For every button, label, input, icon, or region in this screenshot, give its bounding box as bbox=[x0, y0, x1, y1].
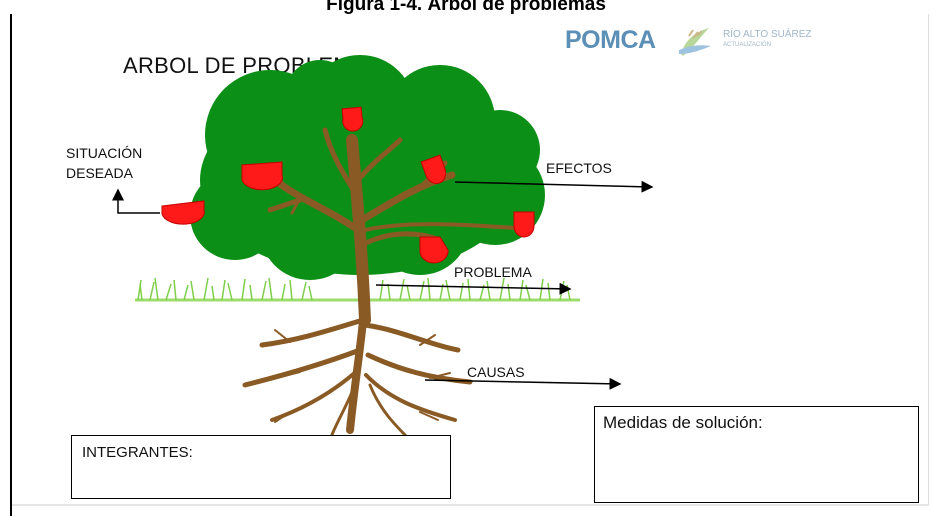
figure-caption: Figura 1-4. Árbol de problemas bbox=[326, 0, 606, 15]
fruit bbox=[161, 200, 205, 225]
logo-text: POMCA bbox=[565, 26, 656, 54]
problema-arrow bbox=[375, 282, 572, 295]
integrantes-box: INTEGRANTES: bbox=[71, 435, 451, 499]
situacion-arrow bbox=[112, 188, 160, 214]
medidas-label: Medidas de solución: bbox=[603, 413, 763, 432]
grass bbox=[135, 277, 580, 302]
fruit bbox=[419, 236, 449, 264]
tree-roots bbox=[242, 296, 473, 442]
efectos-arrow bbox=[454, 180, 654, 193]
medidas-box: Medidas de solución: bbox=[594, 406, 919, 503]
fruits bbox=[161, 106, 535, 264]
document-frame bbox=[10, 14, 932, 516]
efectos-label: EFECTOS bbox=[546, 160, 612, 176]
logo-subtitle: RÍO ALTO SUÁREZ bbox=[723, 29, 812, 40]
problema-label: PROBLEMA bbox=[454, 264, 532, 280]
situacion-label-line1: SITUACIÓN bbox=[66, 145, 143, 161]
fruit bbox=[241, 161, 283, 191]
causas-label: CAUSAS bbox=[467, 364, 525, 380]
annotation-arrows bbox=[112, 180, 654, 390]
logo-subtitle-small: ACTUALIZACIÓN bbox=[723, 42, 772, 48]
integrantes-label: INTEGRANTES: bbox=[82, 444, 193, 461]
fruit bbox=[420, 154, 447, 185]
fruit bbox=[513, 211, 535, 238]
causas-arrow bbox=[424, 377, 622, 390]
situacion-label-line2: DESEADA bbox=[66, 165, 133, 181]
fruit bbox=[341, 106, 364, 132]
wheat-leaf-icon bbox=[679, 28, 711, 56]
